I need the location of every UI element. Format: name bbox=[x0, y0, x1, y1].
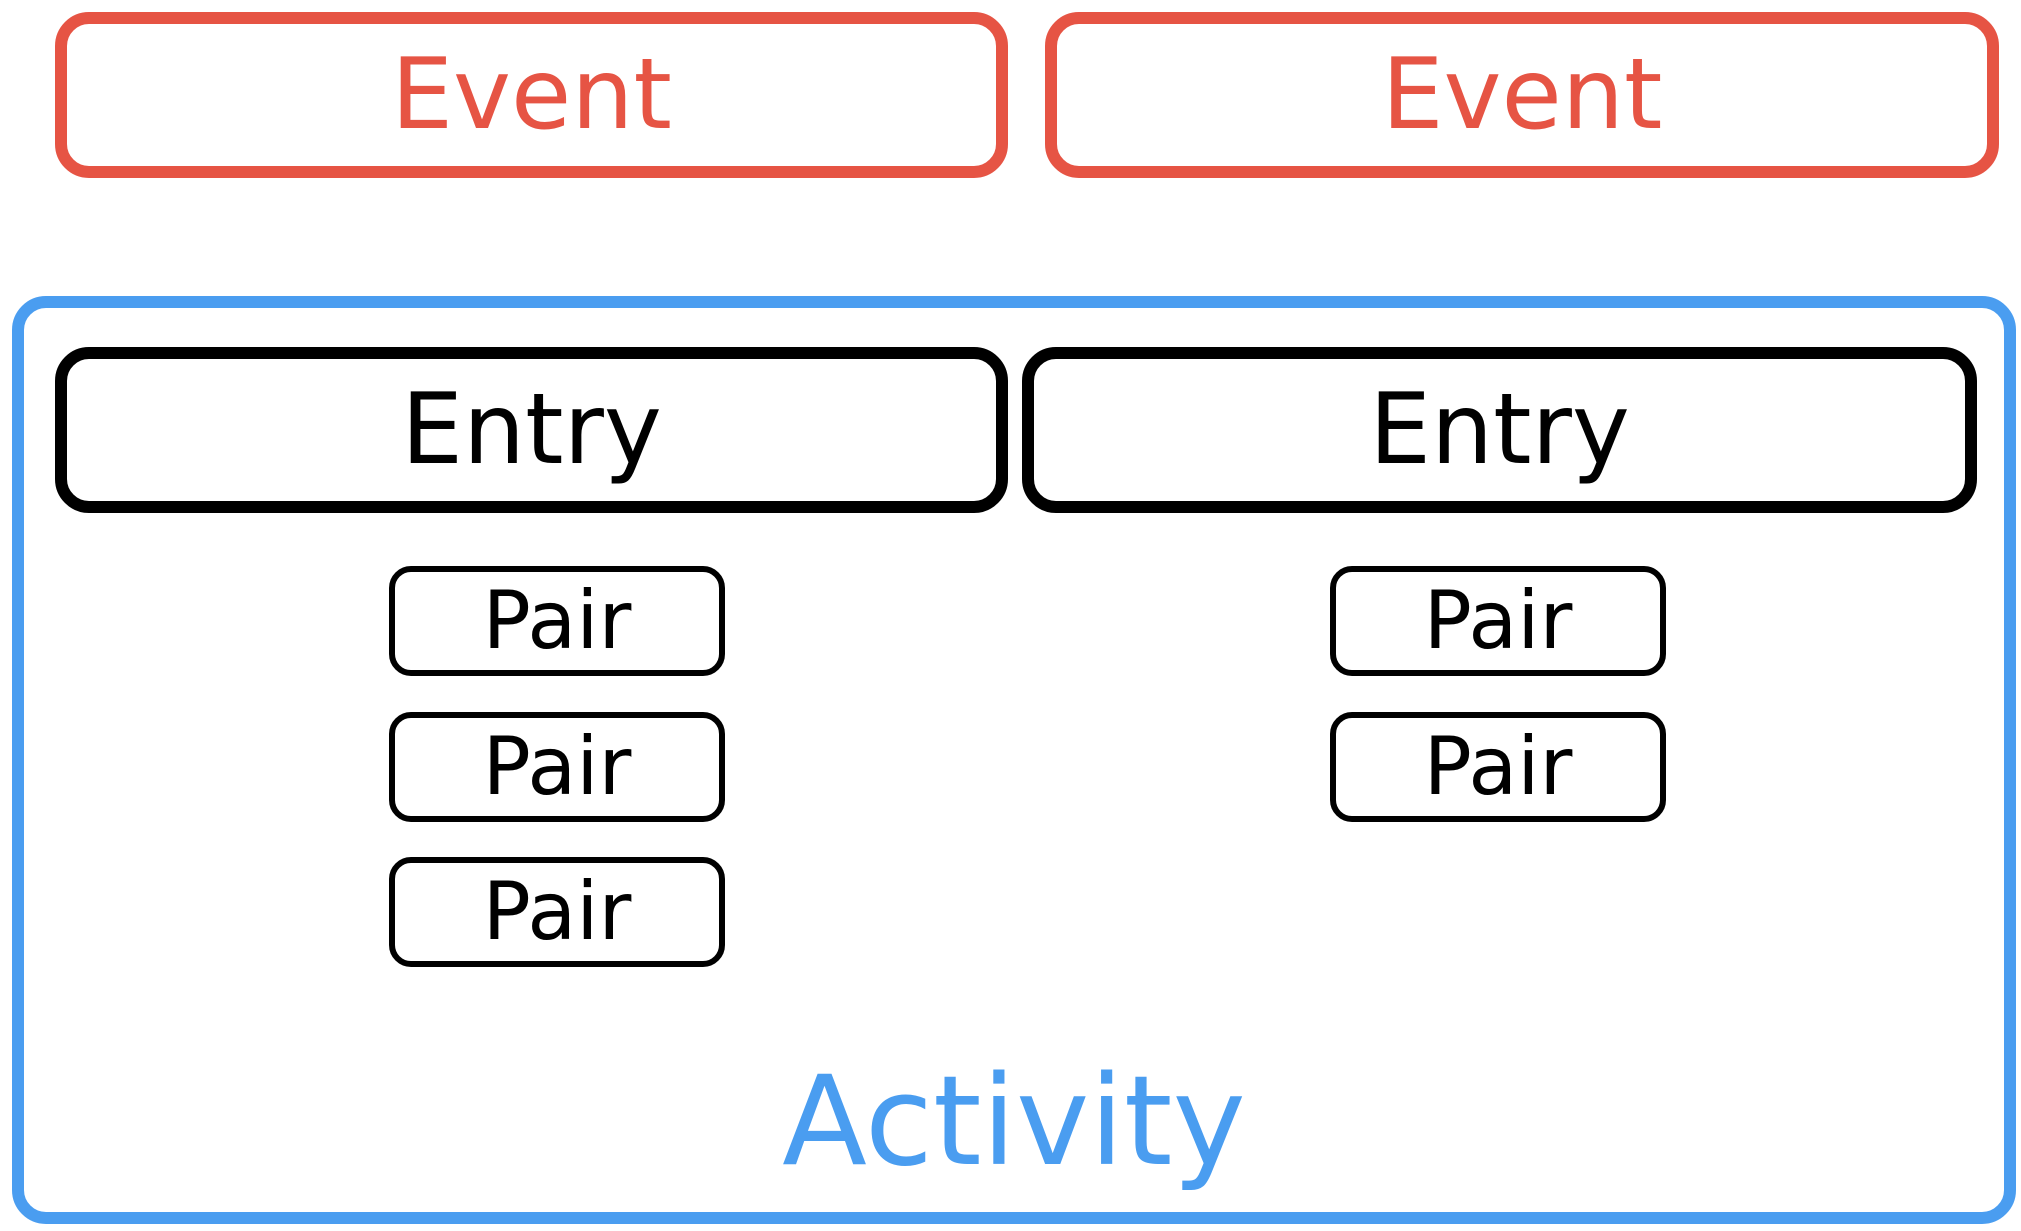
entry-box: Entry bbox=[55, 347, 1008, 513]
pair-box: Pair bbox=[389, 712, 725, 822]
pair-box: Pair bbox=[389, 857, 725, 967]
pair-box: Pair bbox=[1330, 712, 1666, 822]
pair-label: Pair bbox=[1423, 720, 1573, 813]
event-box: Event bbox=[1045, 12, 1999, 178]
pair-label: Pair bbox=[482, 720, 632, 813]
entry-box: Entry bbox=[1022, 347, 1977, 513]
activity-label: Activity bbox=[782, 1050, 1246, 1194]
pair-box: Pair bbox=[389, 566, 725, 676]
pair-box: Pair bbox=[1330, 566, 1666, 676]
pair-label: Pair bbox=[1423, 574, 1573, 667]
pair-label: Pair bbox=[482, 574, 632, 667]
event-box: Event bbox=[55, 12, 1008, 178]
activity-container bbox=[12, 296, 2016, 1224]
event-label: Event bbox=[391, 38, 672, 152]
entry-label: Entry bbox=[401, 373, 662, 487]
event-label: Event bbox=[1381, 38, 1663, 152]
entry-label: Entry bbox=[1369, 373, 1630, 487]
pair-label: Pair bbox=[482, 865, 632, 958]
